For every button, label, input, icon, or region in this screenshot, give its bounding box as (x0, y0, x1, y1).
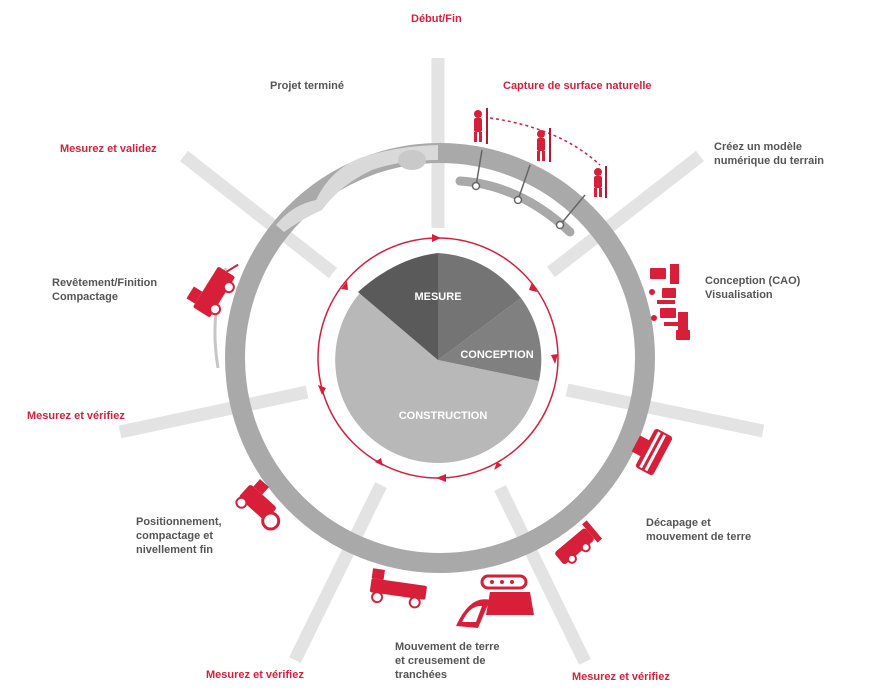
excavator-icon (631, 428, 673, 476)
spokes (118, 58, 765, 665)
label-revetement-line2: Compactage (52, 291, 119, 303)
survey-dashed-arc (489, 117, 601, 166)
outer-ring (225, 143, 655, 573)
label-positionnement: Positionnement, compactage et nivellemen… (136, 515, 222, 557)
label-mesurez-verifiez-bottom-left: Mesurez et vérifiez (206, 669, 304, 681)
cycle-arrows (318, 234, 558, 482)
label-revetement: Revêtement/Finition Compactage (52, 276, 157, 304)
spoke-top-right (547, 150, 704, 278)
survey-poles (471, 149, 586, 230)
arrow-head (341, 281, 348, 290)
label-modele-line1: Créez un modèle (714, 141, 803, 153)
label-revetement-line1: Revêtement/Finition (52, 277, 158, 289)
arrow-head (529, 282, 537, 292)
label-positionnement-line1: Positionnement, (136, 516, 222, 528)
surveyor-icon (474, 108, 607, 198)
arrow-head (436, 474, 446, 482)
arrow-head (318, 385, 326, 395)
arrow-head (494, 462, 502, 470)
dozer-icon (555, 520, 603, 565)
label-positionnement-line3: nivellement fin (136, 544, 214, 556)
label-projet-termine: Projet terminé (270, 80, 344, 92)
landscape-icon (276, 145, 438, 232)
center-pie: MESURE CONCEPTION CONSTRUCTION (335, 253, 542, 464)
label-mouvement: Mouvement de terre et creusement de tran… (395, 640, 500, 682)
label-debut-fin: Début/Fin (411, 13, 462, 25)
label-conception-line2: Visualisation (705, 289, 773, 301)
trencher-icon (456, 574, 534, 628)
spoke-bottom-right (494, 485, 591, 665)
pie-mesure-right (438, 253, 521, 360)
label-modele: Créez un modèle numérique du terrain (714, 140, 824, 168)
label-conception-line1: Conception (CAO) (705, 275, 801, 287)
label-conception-cao: Conception (CAO) Visualisation (705, 274, 800, 302)
label-mouvement-line1: Mouvement de terre (395, 641, 500, 653)
arrow-head (432, 234, 441, 242)
label-decapage-line2: mouvement de terre (646, 531, 752, 543)
pie-label-mesure: MESURE (414, 291, 461, 303)
label-decapage-line1: Décapage et (646, 517, 711, 529)
cad-workstation-icon (649, 264, 690, 340)
spoke-bottom-left (289, 482, 387, 663)
label-mouvement-line3: tranchées (395, 669, 447, 681)
tree-icon (398, 150, 426, 170)
label-mesurez-validez: Mesurez et validez (60, 143, 157, 155)
pie-construction (335, 275, 539, 464)
label-mesurez-verifiez-bottom-right: Mesurez et vérifiez (572, 671, 670, 683)
label-positionnement-line2: compactage et (136, 530, 214, 542)
label-mesurez-verifiez-left: Mesurez et vérifiez (27, 410, 125, 422)
pie-mesure-left (358, 253, 438, 360)
label-mouvement-line2: et creusement de (395, 655, 486, 667)
spoke-top-left (179, 150, 338, 279)
pie-label-conception: CONCEPTION (460, 349, 533, 361)
spoke-left (118, 385, 309, 439)
spoke-right (565, 383, 765, 438)
label-capture: Capture de surface naturelle (503, 80, 652, 92)
roller-icon (235, 479, 281, 531)
grader-icon (369, 568, 427, 609)
paver-icon (186, 263, 239, 317)
arrow-head (551, 354, 558, 364)
label-decapage: Décapage et mouvement de terre (646, 516, 751, 544)
pie-label-construction: CONSTRUCTION (399, 410, 488, 422)
label-modele-line2: numérique du terrain (714, 155, 825, 167)
arrow-head (375, 458, 383, 466)
pie-conception (438, 298, 542, 381)
